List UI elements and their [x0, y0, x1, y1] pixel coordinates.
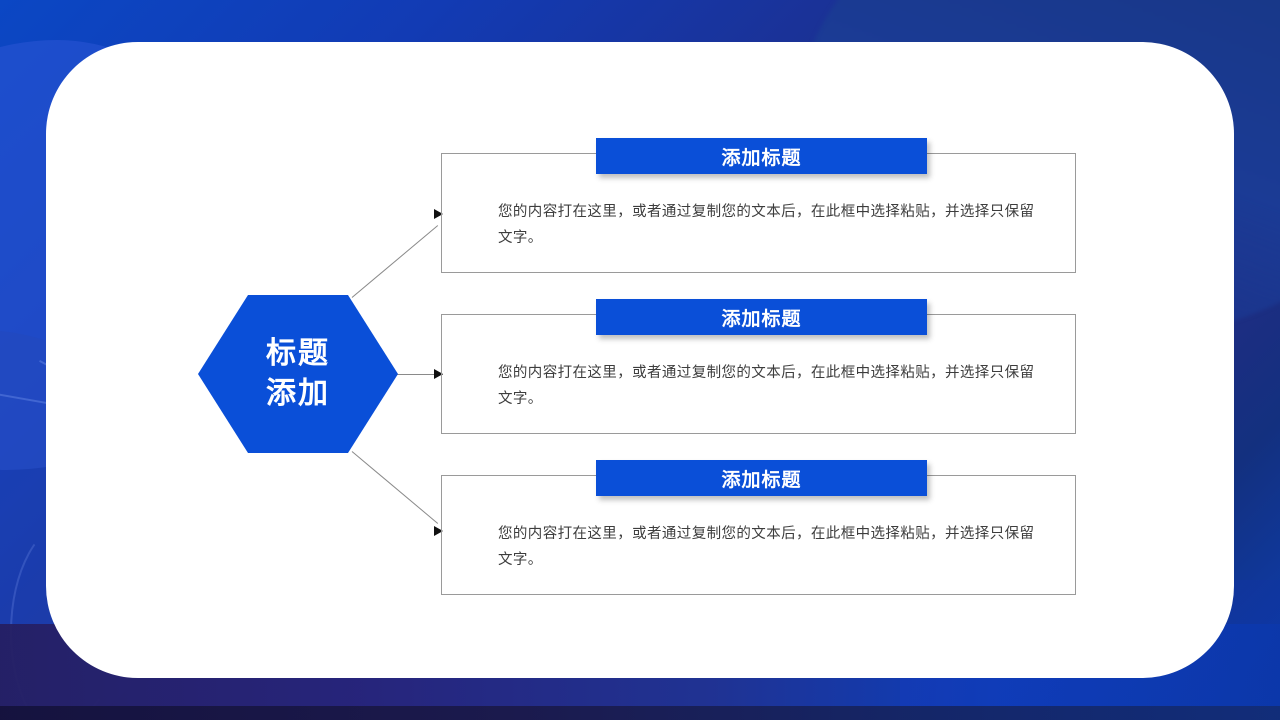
connector-line-middle [396, 374, 443, 375]
section-title-label-2: 添加标题 [721, 308, 802, 330]
section-body-text-1: 您的内容打在这里，或者通过复制您的文本后，在此框中选择粘贴，并选择只保留文字。 [498, 204, 1035, 246]
background-accent-arc-3 [10, 520, 134, 720]
section-body-text-2: 您的内容打在这里，或者通过复制您的文本后，在此框中选择粘贴，并选择只保留文字。 [498, 365, 1035, 407]
center-hexagon[interactable]: 标题 添加 [198, 295, 398, 453]
connector-arrow-middle [434, 369, 443, 379]
section-title-bar-2[interactable]: 添加标题 [596, 299, 927, 335]
hexagon-title-line-1: 标题 [266, 336, 330, 370]
background-bottom-strip [0, 706, 1280, 720]
section-body-text-3: 您的内容打在这里，或者通过复制您的文本后，在此框中选择粘贴，并选择只保留文字。 [498, 526, 1035, 568]
section-title-label-1: 添加标题 [721, 147, 802, 169]
content-row-2[interactable]: 添加标题 您的内容打在这里，或者通过复制您的文本后，在此框中选择粘贴，并选择只保… [441, 299, 1076, 434]
section-title-bar-1[interactable]: 添加标题 [596, 138, 927, 174]
hexagon-title-line-2: 添加 [266, 377, 330, 410]
section-title-bar-3[interactable]: 添加标题 [596, 460, 927, 496]
section-title-label-3: 添加标题 [721, 469, 802, 491]
content-row-1[interactable]: 添加标题 您的内容打在这里，或者通过复制您的文本后，在此框中选择粘贴，并选择只保… [441, 138, 1076, 273]
connector-arrow-bottom [434, 526, 443, 536]
content-row-3[interactable]: 添加标题 您的内容打在这里，或者通过复制您的文本后，在此框中选择粘贴，并选择只保… [441, 460, 1076, 595]
connector-arrow-top [434, 209, 443, 219]
